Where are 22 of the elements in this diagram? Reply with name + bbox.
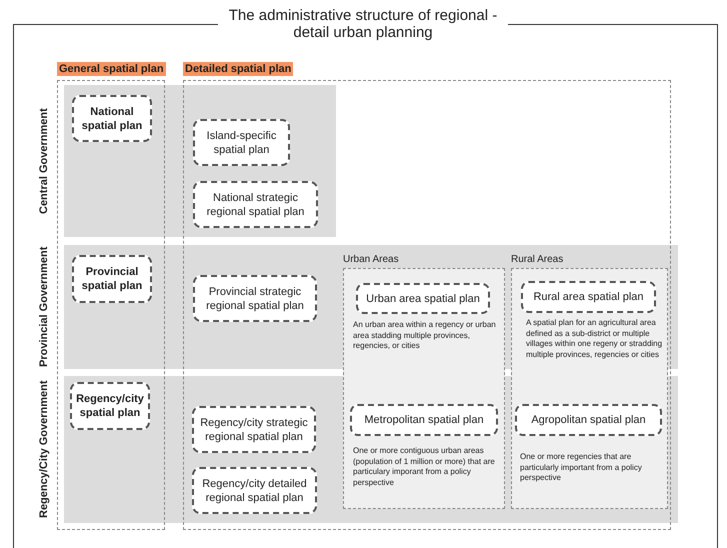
row-label: Provincial Government (38, 246, 50, 369)
plan-box: National strategic regional spatial plan (193, 181, 318, 228)
row-label: Regency/City Government (38, 380, 50, 520)
plan-box: Regency/city spatial plan (70, 382, 150, 430)
column-tag: Detailed spatial plan (183, 62, 294, 76)
row-label: Central Government (38, 107, 50, 216)
plan-box: Urban area spatial plan (356, 283, 490, 314)
description-text: A spatial plan for an agricultural area defined as a sub-district or multiple villages within one regeny or stradding multiple provinces, regencies or cities (526, 318, 664, 360)
plan-box: Agropolitan spatial plan (515, 404, 662, 436)
plan-box: Provincial spatial plan (72, 255, 152, 303)
plan-box: Provincial strategic regional spatial plan (193, 275, 317, 322)
description-text: One or more contiguous urban areas (population of 1 million or more) that are particulary imporant from a policy perspective (353, 446, 496, 488)
description-text: An urban area within a regency or urban area stadding multiple provinces, regencies, or cities (353, 320, 497, 352)
plan-box: Metropolitan spatial plan (350, 404, 498, 436)
column-tag: General spatial plan (57, 62, 166, 76)
plan-box: Island-specific spatial plan (193, 119, 290, 166)
plan-box: Regency/city strategic regional spatial plan (192, 406, 316, 453)
description-text: One or more regencies that are particularly important from a policy perspective (520, 452, 643, 484)
plan-box: Rural area spatial plan (521, 281, 656, 313)
plan-box: National spatial plan (72, 95, 152, 142)
plan-box: Regency/city detailed regional spatial plan (192, 467, 317, 514)
title: The administrative structure of regional - detail urban planning (218, 7, 508, 41)
